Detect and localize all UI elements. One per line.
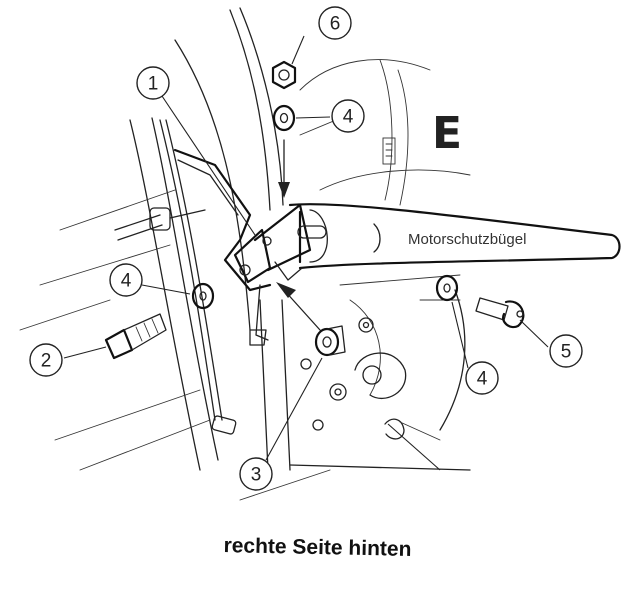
svg-text:3: 3: [251, 465, 262, 486]
guard-bar-label: Motorschutzbügel: [408, 231, 526, 248]
nut: [271, 60, 297, 90]
mounting-bracket: [173, 148, 312, 346]
washer-left: [191, 282, 215, 310]
callout-1: 1: [136, 66, 170, 100]
bolt-right: [475, 297, 525, 329]
assembly-arrow-up: [276, 282, 321, 331]
frame-mounting-holes: [300, 317, 441, 441]
spacer-sleeve: [314, 325, 346, 357]
brake-cable: [114, 119, 237, 435]
frame-decal: [382, 137, 396, 165]
assembly-arrow-down: [278, 139, 290, 198]
guard-slot: [297, 225, 327, 239]
svg-text:2: 2: [41, 351, 52, 372]
bolt-left: [104, 313, 167, 360]
svg-text:6: 6: [330, 14, 341, 35]
callout-6: 6: [318, 6, 352, 40]
callout-4-right: 4: [465, 361, 499, 395]
callout-5: 5: [549, 334, 583, 368]
callout-4-top: 4: [331, 99, 365, 133]
callout-3: 3: [239, 457, 273, 491]
svg-text:4: 4: [121, 271, 132, 292]
callout-4-left: 4: [109, 263, 143, 297]
washer-right: [435, 274, 459, 302]
washer-top: [272, 104, 296, 132]
leader-lines: [63, 35, 549, 471]
svg-text:5: 5: [561, 342, 572, 363]
svg-text:4: 4: [343, 107, 354, 128]
callout-2: 2: [29, 343, 63, 377]
frame-contours: [19, 7, 471, 501]
svg-text:4: 4: [477, 369, 488, 390]
section-letter: E: [432, 108, 462, 159]
svg-text:1: 1: [148, 74, 159, 95]
engine-guard-bar: Motorschutzbügel: [274, 203, 621, 281]
